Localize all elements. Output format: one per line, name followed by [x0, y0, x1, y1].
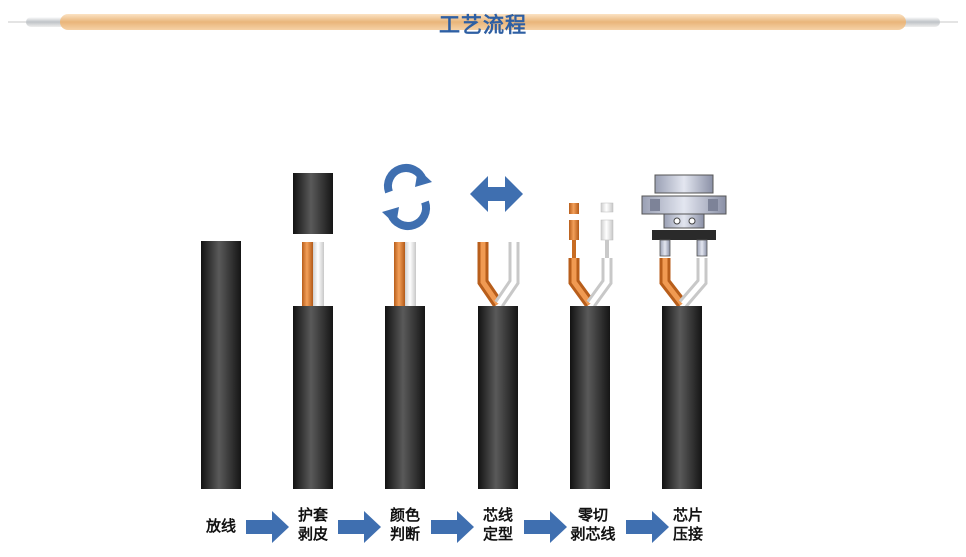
step-label-1: 放线 — [196, 517, 246, 536]
step-label-2: 护套 剥皮 — [291, 506, 335, 544]
step-label-5-line1: 零切 — [577, 506, 608, 524]
right-arrow-icon — [338, 511, 381, 543]
removed-jacket — [293, 173, 333, 234]
right-arrow-icon — [246, 511, 289, 543]
right-arrow-icon — [431, 511, 474, 543]
step-label-2-line2: 剥皮 — [297, 525, 328, 543]
connector-terminal-icon — [641, 174, 727, 257]
step-1-cable — [201, 241, 241, 489]
step-label-6: 芯片 压接 — [666, 506, 710, 544]
step-label-3-line2: 判断 — [389, 525, 420, 543]
page-title: 工艺流程 — [439, 13, 527, 37]
right-arrow-icon — [524, 511, 567, 543]
step-label-5-line2: 剥芯线 — [570, 525, 616, 543]
step-label-3: 颜色 判断 — [383, 506, 427, 544]
step-label-6-line2: 压接 — [672, 525, 703, 543]
step-label-6-line1: 芯片 — [672, 506, 703, 524]
double-arrow-icon — [470, 176, 523, 212]
step-6-cable — [641, 174, 727, 489]
step-label-3-line1: 颜色 — [389, 506, 420, 524]
step-label-5: 零切 剥芯线 — [565, 506, 621, 544]
step-label-4: 芯线 定型 — [476, 506, 520, 544]
step-label-4-line2: 定型 — [482, 525, 513, 543]
step-5-cable — [568, 202, 614, 489]
step-label-1-line1: 放线 — [205, 517, 236, 535]
title-bar — [8, 14, 958, 30]
step-4-cable — [470, 176, 523, 489]
step-label-4-line1: 芯线 — [482, 506, 513, 524]
rotate-arrows-icon — [382, 164, 432, 230]
right-arrow-icon — [626, 511, 669, 543]
step-2-cable — [293, 173, 333, 489]
step-3-cable — [382, 164, 432, 489]
step-label-2-line1: 护套 — [297, 506, 328, 524]
